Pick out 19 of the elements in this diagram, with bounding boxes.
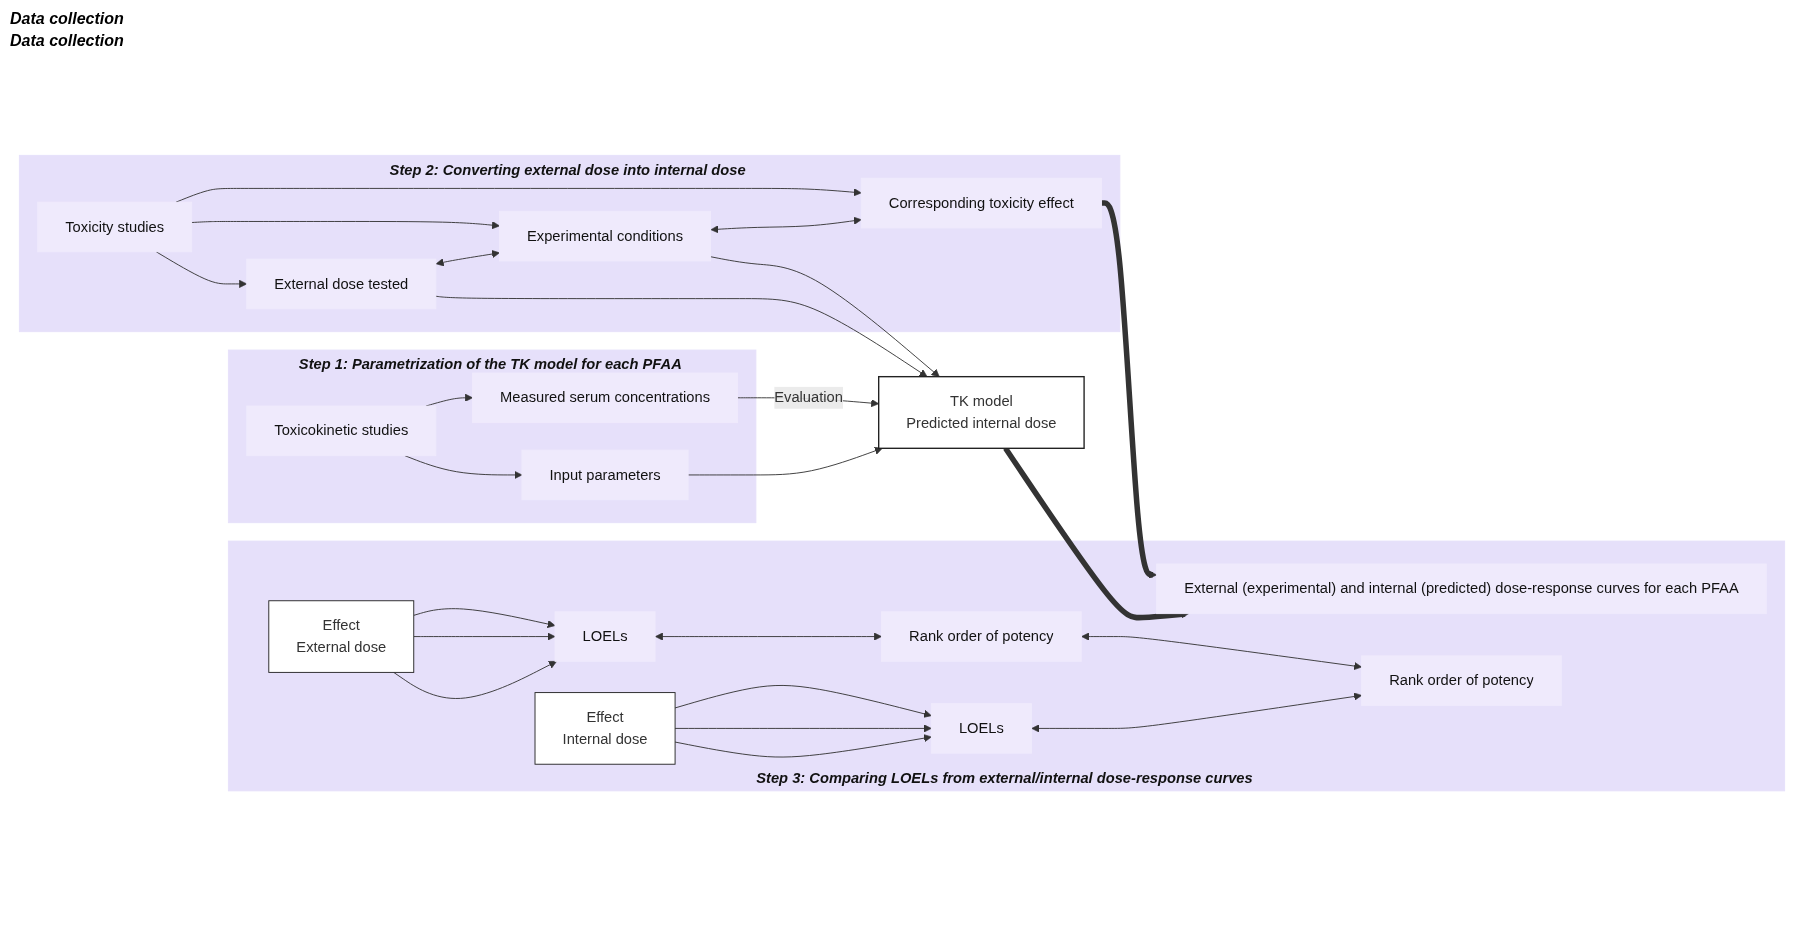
node-box: Input parameters [521,449,689,501]
node-box: Toxicity studies [36,201,192,253]
node-box: TK model Predicted internal dose [877,375,1085,449]
node-box: Rank order of potency [1360,655,1562,706]
node-box: Measured serum concentrations [471,372,738,423]
node-box: Effect External dose [267,600,414,673]
arrow [1100,200,1157,579]
node-box: Toxicokinetic studies [245,405,436,456]
node-box: LOELs [554,611,655,662]
node-box: Corresponding toxicity effect [860,177,1102,229]
node-box: Rank order of potency [880,611,1082,662]
node-box: Effect Internal dose [534,692,676,765]
edge-label: Evaluation [773,389,843,406]
node-box: External (experimental) and internal (predicted) dose-response curves for each PFAA [1155,563,1767,614]
node-box: LOELs [930,703,1032,754]
section-heading: Data collection [10,10,124,28]
section-heading: Data collection [10,32,124,50]
node-box: Experimental conditions [498,210,711,262]
node-box: External dose tested [245,258,436,310]
